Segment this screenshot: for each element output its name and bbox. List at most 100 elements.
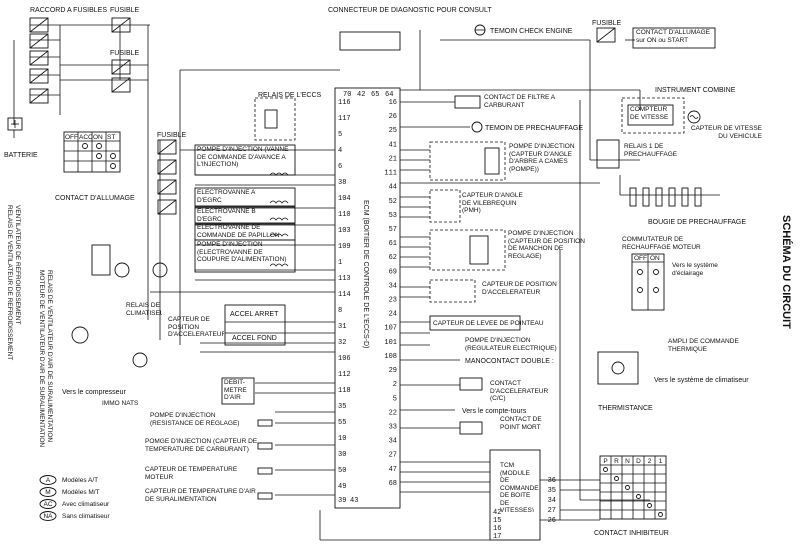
point-mort-switch [459, 421, 483, 435]
legend-badge [39, 511, 57, 521]
ecm-bottom-pin: 39 [338, 497, 346, 505]
sensor-icons [257, 419, 273, 500]
pompe-manchon-label: POMPE D'INJECTION (CAPTEUR DE POSITION D… [508, 230, 585, 260]
switch-header-off: OFF [65, 134, 78, 141]
switch-header-acc: ACC [79, 134, 93, 141]
ecm-left-pin: 6 [338, 163, 342, 171]
capteur-vitesse-label: CAPTEUR DE VITESSE DU VEHICULE [690, 125, 762, 140]
ecm-top-pin: 64 [385, 91, 393, 99]
glow-plug-icon [642, 187, 650, 207]
ecm-left-pin: 30 [338, 451, 346, 459]
legend-text: Avec climatiseur [62, 501, 110, 508]
fusible-label-2: FUSIBLE [110, 50, 140, 57]
ecm-left-pin: 32 [338, 339, 346, 347]
ecm-bottom-pin: 43 [350, 497, 358, 505]
vertical-label-4: RELAIS DE VENTILATEUR D'AIR DE SURALIMEN… [46, 270, 53, 442]
vers-compresseur-label: Vers le compresseur [62, 389, 126, 396]
ecm-label: ECM (BOITIER DE CONTROLE DE L'ECCS-D) [362, 200, 369, 348]
ecm-right-pin: 2 [393, 381, 397, 389]
manchon-sensor [429, 229, 506, 271]
manocontact-label: MANOCONTACT DOUBLE : [465, 358, 554, 365]
capteur-vilebrequin-label: CAPTEUR D'ANGLE DE VILEBREQUIN (PMH) [462, 192, 523, 214]
ecm-right-pin: 62 [389, 254, 397, 262]
vertical-label-2: VENTILATEUR DE REFROIDISSEMENT [14, 205, 21, 324]
accel-switch-box [224, 304, 286, 346]
legend-code: A [46, 477, 51, 484]
pompe-temp-carburant-label: POMGE D'INJECTION (CAPTEUR DE TEMPERATUR… [145, 438, 258, 453]
ecm-right-pins: 1626254121111445253576162693423241071011… [384, 99, 397, 488]
levee-pointeau-box [429, 315, 521, 331]
tcm-left-pin: 42 [493, 509, 501, 517]
pompe-resistance-label: POMPE D'INJECTION (RESISTANCE DE REGLAGE… [150, 412, 240, 427]
ecm-right-pin: 33 [389, 423, 397, 431]
ecm-right-pin: 52 [389, 198, 397, 206]
relais-prechauffage-box [596, 139, 620, 169]
bougie-label: BOUGIE DE PRECHAUFFAGE [648, 219, 746, 226]
legend-badge [39, 475, 57, 485]
ecm-right-pin: 34 [389, 282, 397, 290]
ecm-right-pin: 69 [389, 268, 397, 276]
switch-header-on: ON [93, 134, 103, 141]
inhibitor-header: 2 [648, 458, 652, 465]
legend-badge [39, 487, 57, 497]
ecm-right-pin: 16 [389, 99, 397, 107]
glow-plugs [629, 187, 702, 207]
connecteur-label: CONNECTEUR DE DIAGNOSTIC POUR CONSULT [328, 7, 492, 14]
tcm-right-pin: 27 [548, 507, 556, 515]
ecm-right-pin: 41 [389, 141, 397, 149]
contact-inhibiteur-label: CONTACT INHIBITEUR [594, 530, 669, 537]
contact-filtre-label: CONTACT DE FILTRE A CARBURANT [484, 94, 555, 109]
preheat-lamp-icon [471, 121, 483, 133]
instrument-combine-label: INSTRUMENT COMBINE [655, 87, 736, 94]
ecm-top-pin: 42 [357, 91, 365, 99]
accel-contact-switch [459, 377, 483, 391]
filter-switch [454, 95, 481, 109]
capteur-temp-moteur-label: CAPTEUR DE TEMPERATURE MOTEUR [145, 466, 238, 481]
tcm-left-pin: 16 [493, 525, 501, 533]
inhibitor-header: D [636, 458, 641, 465]
legend-code: NA [43, 513, 53, 520]
ecm-left-pin: 114 [338, 291, 351, 299]
vertical-label-1: RELAIS DE VENTILATEUR DE REFROIDISSEMENT [6, 205, 13, 360]
fuse-block [29, 17, 616, 215]
ecm-left-pin: 38 [338, 179, 346, 187]
ecm-right-pin: 57 [389, 226, 397, 234]
ecm-left-pin: 113 [338, 275, 351, 283]
relais-eccs [254, 97, 296, 141]
capteur-position-label: CAPTEUR DE POSITION D'ACCELERATEUR [168, 316, 224, 338]
debitmetre-box [221, 377, 255, 405]
solenoid-icons [269, 172, 289, 267]
ecm-left-pin: 118 [338, 387, 351, 395]
pompe-angle-sensor [429, 141, 506, 181]
glow-plug-icon [694, 187, 702, 207]
compteur-vitesse-label: COMPTEUR DE VITESSE [630, 106, 669, 121]
fusible-label-1: FUSIBLE [110, 7, 140, 14]
inhibitor-contact-dot [603, 467, 608, 472]
legend-text: Modèles M/T [62, 489, 100, 496]
ecm-left-pin: 4 [338, 147, 342, 155]
speed-sensor-icon [687, 110, 701, 124]
inhibitor-contact-dot [658, 512, 663, 517]
inhibitor-header: 1 [659, 458, 663, 465]
ecm-right-pin: 5 [393, 395, 397, 403]
instrument-cluster [621, 97, 685, 134]
ecm-left-pin: 117 [338, 115, 351, 123]
ecm-left-pin: 1 [338, 259, 342, 267]
capteur-accel-label: CAPTEUR DE POSITION D'ACCELERATEUR [482, 281, 557, 296]
pompe-coupure-label: POMPE D'INJECTION (ELECTROVANNE DE COUPU… [197, 241, 287, 263]
fusible-label-4: FUSIBLE [592, 20, 622, 27]
accel-arret-label: ACCEL ARRET [230, 311, 279, 318]
ampli-box [597, 351, 639, 385]
diagnostic-connector [339, 31, 401, 51]
ecm-right-pin: 111 [384, 170, 397, 178]
ecm-left-pin: 103 [338, 227, 351, 235]
ignition-switch-grid [63, 131, 121, 173]
pompe-avance-label: POMPE D'INJECTION (VANNE DE COMMANDE D'A… [197, 146, 289, 168]
inhibitor-contact-dot [647, 503, 652, 508]
inhibitor-contact-dot [625, 485, 630, 490]
ecm-left-pin: 116 [338, 99, 351, 107]
tcm-right-pin: 26 [548, 517, 556, 525]
